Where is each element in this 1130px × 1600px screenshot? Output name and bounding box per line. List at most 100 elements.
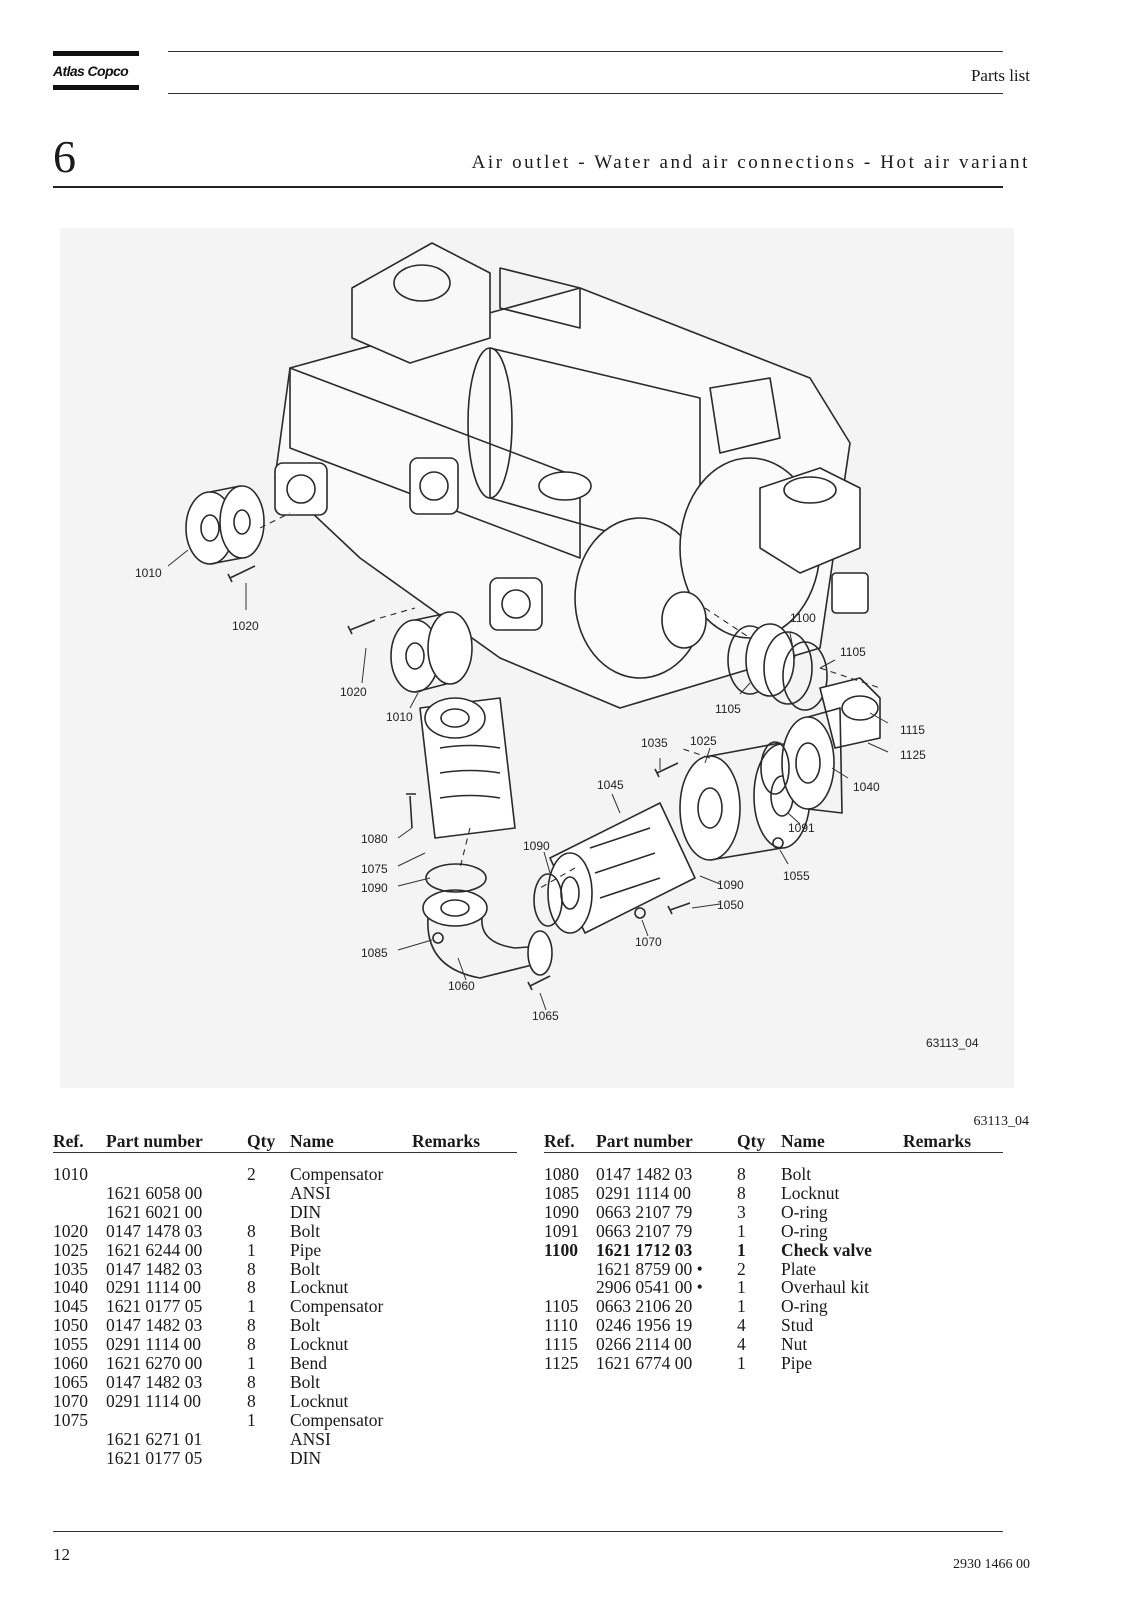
section-title: Air outlet - Water and air connections -… (471, 152, 1030, 173)
cell-part (106, 1411, 247, 1430)
cell-qty: 8 (247, 1390, 256, 1411)
cell-name: Compensator (290, 1409, 384, 1430)
callout-1040: 1040 (853, 780, 880, 794)
cell-qty: 2 (247, 1164, 256, 1184)
bolt-1065 (527, 975, 551, 991)
flange-left-upper-port (286, 474, 316, 504)
callout-1090-mid: 1090 (523, 839, 550, 853)
cell-qty: 8 (247, 1315, 256, 1336)
oring-1090-lower (425, 863, 487, 893)
cell-part: 0246 1956 19 (596, 1315, 693, 1336)
col-header-name: Name (290, 1128, 412, 1153)
col-header-remarks: Remarks (412, 1128, 517, 1153)
cell-remarks (412, 1203, 517, 1222)
cell-name: Pipe (781, 1353, 813, 1374)
cell-qty: 4 (737, 1315, 746, 1336)
compensator-1010-mid (390, 611, 473, 693)
flange-1040 (781, 707, 843, 814)
logo-bar-bottom (53, 85, 139, 90)
callout-1055: 1055 (783, 869, 810, 883)
col-header-name: Name (781, 1128, 903, 1153)
cell-remarks (412, 1354, 517, 1373)
cell-qty: 1 (247, 1239, 256, 1260)
cell-qty: 8 (737, 1182, 746, 1203)
cell-ref: 1010 (53, 1164, 88, 1184)
header-title: Parts list (970, 66, 1030, 85)
cell-name: Locknut (781, 1182, 840, 1203)
cell-remarks (903, 1203, 1003, 1222)
col-header-ref: Ref. (544, 1128, 596, 1153)
cell-part (106, 1165, 247, 1184)
cell-remarks (412, 1411, 517, 1430)
flange-mid-upper (409, 457, 459, 515)
callout-1090-right: 1090 (717, 878, 744, 892)
cell-part: 0147 1482 03 (596, 1164, 693, 1184)
cell-ref: 1055 (53, 1334, 88, 1355)
compensator-1010-upper (185, 485, 265, 565)
flange-mid-lower-port (501, 589, 531, 619)
cell-part: 0147 1478 03 (106, 1220, 203, 1241)
top-outlet-port (538, 471, 592, 501)
cell-remarks (412, 1373, 517, 1392)
cell-part: 0147 1482 03 (106, 1315, 203, 1336)
table-row: 1075 1 Compensator (53, 1409, 517, 1430)
cell-part: 0663 2107 79 (596, 1201, 693, 1222)
cell-part: 1621 0177 05 (106, 1447, 203, 1468)
callout-1115: 1115 (900, 723, 925, 737)
table-row: 1621 0177 05 DIN (53, 1447, 517, 1468)
table-header-row: Ref. Part number Qty Name Remarks (544, 1128, 1003, 1153)
cell-ref: 1035 (53, 1258, 88, 1279)
cell-name: Bend (290, 1353, 327, 1374)
cell-qty: 1 (737, 1239, 746, 1260)
chapter-number: 6 (53, 131, 76, 182)
cell-part: 0147 1482 03 (106, 1371, 203, 1392)
cell-part: 1621 6244 00 (106, 1239, 203, 1260)
cell-remarks (412, 1241, 517, 1260)
cell-qty: 1 (737, 1220, 746, 1241)
bend-1060 (422, 889, 553, 979)
locknut-1070 (634, 907, 646, 919)
cell-name: Bolt (290, 1315, 321, 1336)
cell-remarks (903, 1316, 1003, 1335)
cell-name: Bolt (290, 1220, 321, 1241)
cell-part: 0147 1482 03 (106, 1258, 203, 1279)
cell-part: 0663 2107 79 (596, 1220, 693, 1241)
callout-1075: 1075 (361, 862, 388, 876)
cell-remarks (412, 1184, 517, 1203)
cell-name: O-ring (781, 1220, 828, 1241)
cell-remarks (412, 1297, 517, 1316)
cell-remarks (412, 1222, 517, 1241)
exploded-parts-drawing: 1010 1020 1020 1010 1100 1105 1105 1115 … (60, 228, 1014, 1088)
cell-name: Stud (781, 1315, 814, 1336)
side-flange (831, 572, 869, 614)
cell-qty: 1 (247, 1409, 256, 1430)
compensator-1045 (547, 802, 696, 934)
cell-qty: 8 (247, 1220, 256, 1241)
callout-1070: 1070 (635, 935, 662, 949)
oring-1090-mid (533, 873, 563, 927)
drawing-svg (167, 242, 889, 1011)
cell-ref: 1075 (53, 1409, 88, 1430)
cell-remarks (903, 1354, 1003, 1373)
callout-1010-upper: 1010 (135, 566, 162, 580)
callout-1105-left: 1105 (715, 702, 741, 716)
cell-qty: 8 (247, 1258, 256, 1279)
cell-name: DIN (290, 1447, 322, 1468)
callout-1100: 1100 (790, 611, 816, 625)
cell-remarks (903, 1260, 1003, 1279)
cell-remarks (903, 1222, 1003, 1241)
cell-remarks (903, 1241, 1003, 1260)
bolt-1080 (406, 793, 416, 829)
outlet-block-port (783, 476, 837, 504)
callout-1065: 1065 (532, 1009, 559, 1023)
